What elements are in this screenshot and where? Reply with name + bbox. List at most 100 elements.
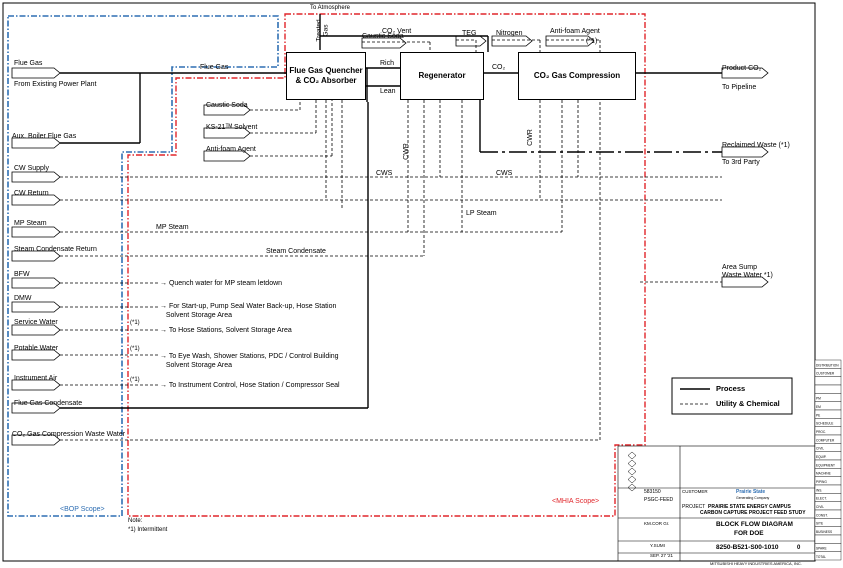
tb-company: MITSUBISHI HEAVY INDUSTRIES AMERICA, INC… (710, 561, 802, 566)
feed-tag-1 (203, 127, 251, 139)
input-tag-1 (11, 137, 61, 149)
input-label-instrument-air: Instrument Air (14, 375, 58, 382)
distribution-label: TOTAL (816, 555, 826, 559)
tb-drawn: Y.SUMI (650, 543, 665, 548)
output-label-area-sump: Area Sump Waste Water *1) (722, 264, 773, 280)
tb-customer-label: CUSTOMER (682, 489, 708, 494)
antifoam-top-label: Anti-foam Agent (550, 28, 600, 35)
input-sub-flue-gas: From Existing Power Plant (14, 81, 97, 88)
distribution-label: ELECT. (816, 497, 827, 501)
caustic-soda-top-label: Caustic Soda (362, 33, 404, 40)
distribution-label: INS. (816, 488, 822, 492)
flue-gas-line-label: Flue Gas (200, 64, 229, 71)
distribution-label: EQUIP. (816, 455, 827, 459)
input-tag-0 (11, 67, 61, 79)
input-tag-11 (11, 402, 61, 414)
caustic-soda-feed-label: Caustic Soda (206, 102, 248, 109)
input-label-steam-condensate: Steam Condensate Return (14, 246, 97, 253)
input-label-dmw: DMW (14, 295, 32, 302)
output-sub-product-co2: To Pipeline (722, 84, 757, 91)
note-potable-water: → To Eye Wash, Shower Stations, PDC / Co… (160, 353, 339, 370)
utility-lines (60, 39, 722, 441)
tb-project-line2: CARBON CAPTURE PROJECT FEED STUDY (700, 510, 806, 516)
input-tag-9 (11, 349, 61, 361)
tb-section: KM.COR Gr. (644, 521, 670, 526)
input-label-aux-boiler: Aux. Boiler Flue Gas (12, 133, 77, 140)
feed-tag-0 (203, 104, 251, 116)
note-bfw: → Quench water for MP steam letdown (160, 280, 283, 287)
output-sub-reclaimed-waste: To 3rd Party (722, 159, 760, 166)
note-dmw: → For Start-up, Pump Seal Water Back-up,… (160, 303, 337, 320)
input-tag-7 (11, 301, 61, 313)
input-label-service-water: Service Water (14, 319, 58, 326)
distribution-label: PE (816, 413, 820, 417)
co2-compression-block: CO₂ Gas Compression (518, 52, 636, 100)
quencher-absorber-block: Flue Gas Quencher & CO₂ Absorber (286, 52, 366, 100)
tb-drawing-title1: BLOCK FLOW DIAGRAM (716, 521, 793, 528)
distribution-label: EM (816, 405, 821, 409)
note-instrument-air: → To Instrument Control, Hose Station / … (160, 382, 340, 389)
distribution-label: CONST. (816, 513, 828, 517)
lp-steam-label: LP Steam (466, 210, 497, 217)
mhia-scope-boundary (127, 13, 646, 517)
distribution-label: PM (816, 397, 821, 401)
input-tag-6 (11, 277, 61, 289)
output-tag-1 (721, 146, 769, 158)
output-tag-0 (721, 67, 769, 79)
revision-marker (627, 483, 637, 492)
steam-condensate-line-label: Steam Condensate (266, 248, 326, 255)
tb-dwg-no: 8250-B521-S00-1010 (716, 544, 779, 551)
cwr-label-2: CWR (526, 129, 534, 146)
tb-date: SEP. 27 '21 (650, 553, 674, 558)
note-potable-water-flag: (*1) (130, 346, 140, 352)
treated-gas-label: Treated Gas (315, 19, 330, 42)
revision-marker (627, 467, 637, 476)
note-title: Note: (128, 518, 143, 524)
co2-vent-label: CO₂ Vent (382, 28, 412, 35)
antifoam-top-note: (*1) (586, 38, 598, 45)
top-tag-nitrogen (491, 35, 533, 47)
distribution-label: PIPING (816, 480, 827, 484)
input-tag-8 (11, 324, 61, 336)
input-label-flue-gas: Flue Gas (14, 60, 43, 67)
input-tag-5 (11, 250, 61, 262)
input-tag-12 (11, 434, 61, 446)
tb-rev: 0 (797, 545, 801, 551)
distribution-label: COMPUTER (816, 438, 835, 442)
revision-marker (627, 459, 637, 468)
distribution-row (814, 384, 842, 394)
tb-project-label: PROJECT (682, 504, 706, 510)
input-tag-2 (11, 171, 61, 183)
tb-project-code: PSGC-FEED (644, 497, 674, 503)
revision-marker (627, 475, 637, 484)
distribution-row (814, 534, 842, 544)
distribution-label: BUSINESS (816, 530, 832, 534)
distribution-label: SPARE (816, 547, 827, 551)
process-lines (60, 14, 722, 409)
input-label-mp-steam: MP Steam (14, 220, 47, 227)
cws-label-1: CWS (376, 170, 393, 177)
distribution-label: CUSTOMER (816, 372, 835, 376)
input-label-flue-gas-condensate: Flue Gas Condensate (14, 400, 83, 407)
input-tags (11, 35, 595, 446)
distribution-label: PROC. (816, 430, 826, 434)
tb-order-no: 583150 (644, 489, 661, 495)
cws-label-2: CWS (496, 170, 513, 177)
output-tags (721, 67, 769, 288)
output-label-product-co2: Product CO₂ (722, 65, 762, 72)
distribution-row (814, 551, 842, 561)
output-tag-2 (721, 276, 769, 288)
note-instrument-air-flag: (*1) (130, 377, 140, 383)
to-atmosphere-label: To Atmosphere (310, 5, 351, 11)
distribution-label: SITE (816, 522, 823, 526)
tb-project-line1: PRAIRIE STATE ENERGY CAMPUS (708, 504, 791, 510)
nitrogen-label: Nitrogen (496, 30, 523, 37)
bop-scope-boundary (7, 15, 279, 517)
distribution-row (814, 376, 842, 386)
top-tag-caustic (361, 37, 407, 49)
mp-steam-line-label: MP Steam (156, 224, 189, 231)
distribution-label: SCHEDULE (816, 422, 833, 426)
ks21-feed-label: KS-21ᵀᴹ Solvent (206, 124, 258, 131)
